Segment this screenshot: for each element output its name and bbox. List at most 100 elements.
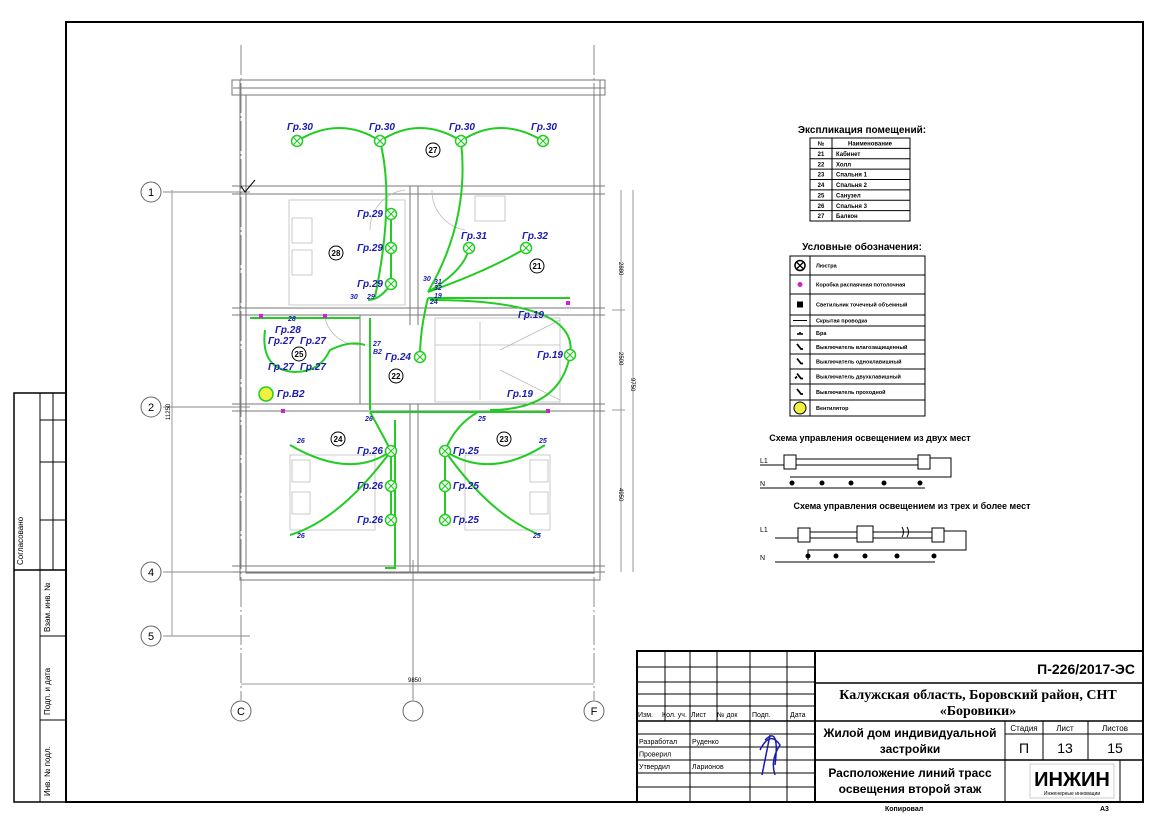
legend-label: Скрытая проводка	[816, 319, 868, 325]
room-no: 23	[818, 173, 825, 179]
group-label: Гр.27	[300, 362, 326, 373]
switch-number: 27	[372, 341, 382, 348]
fixture-group-label: Гр.25	[453, 481, 479, 492]
legend-label: Люстра	[816, 264, 838, 270]
building-line-2: застройки	[880, 742, 940, 756]
role-label: Проверил	[639, 752, 671, 759]
dim-2880: 2880	[617, 262, 623, 276]
role-label: Разработал	[639, 738, 677, 746]
switch-number: 25	[538, 438, 547, 445]
chandelier-fixture: Гр.26	[357, 444, 398, 458]
fixture-group-label: Гр.30	[449, 122, 475, 133]
room-number: 23	[500, 435, 509, 444]
legend-item: Выключатель двухклавишный	[794, 372, 901, 381]
phase-label-2: L1	[760, 527, 768, 534]
junction-box-icon	[546, 409, 550, 413]
neutral-label-2: N	[760, 555, 765, 562]
logo-subtitle: Инженерные инновации	[1044, 791, 1100, 797]
document-code: П-226/2017-ЭС	[1037, 661, 1135, 677]
axis-label-c: C	[237, 706, 245, 718]
stamp-agreed-label: Согласовано	[16, 516, 25, 565]
switch-number: 26	[296, 533, 305, 540]
stamp-replace-inv-label: Взам. инв. №	[43, 582, 52, 632]
axis-label-5: 5	[148, 631, 154, 643]
spotlight-icon	[797, 301, 803, 308]
legend-label: Выключатель проходной	[816, 389, 886, 396]
grid-axes: 1 2 4 5 C F	[140, 45, 605, 722]
legend-label: Бра	[816, 331, 827, 337]
switch-number: 19	[434, 293, 442, 300]
chandelier-fixture: Гр.26	[357, 479, 398, 493]
check-mark-icon	[240, 179, 256, 193]
room-no: 25	[818, 193, 825, 199]
group-label: Гр.27	[300, 336, 326, 347]
axis-label-2: 2	[148, 402, 154, 414]
legend-item: Скрытая проводка	[793, 319, 868, 325]
legend-label: Светильник точечный объемный	[816, 302, 907, 309]
sconce-icon	[797, 332, 803, 335]
room-number-marker: 28	[328, 245, 344, 261]
format-label: А3	[1100, 806, 1109, 813]
left-stamp: Согласовано Взам. инв. № Подп. и дата Ин…	[13, 392, 67, 803]
floor-plan-walls	[231, 79, 606, 581]
room-number-marker: 24	[330, 431, 346, 447]
title-block	[636, 650, 1144, 803]
chandelier-icon	[794, 259, 806, 272]
switch-number: 25	[532, 533, 541, 540]
group-label: Гр.27	[268, 362, 294, 373]
room-name: Кабинет	[836, 151, 860, 158]
axis-label-1: 1	[148, 187, 154, 199]
fixture-group-label: Гр.32	[522, 231, 548, 242]
fixture-group-label: Гр.25	[453, 515, 479, 526]
address-line-1: Калужская область, Боровский район, СНТ	[839, 688, 1117, 703]
switch-number: В2	[373, 349, 382, 356]
group-label: Гр.27	[268, 336, 294, 347]
role-name: Руденко	[692, 739, 719, 746]
room-no: 22	[818, 162, 825, 168]
chandelier-fixture: Гр.19	[537, 348, 577, 362]
room-name: Санузел	[836, 193, 861, 199]
fixture-group-label: Гр.29	[357, 279, 383, 290]
chandelier-fixture: Гр.32	[519, 231, 548, 255]
legend-item: Коробка распаячная потолочная	[797, 282, 905, 289]
sheet-header: Лист	[1056, 724, 1074, 733]
chandelier-fixture: Гр.30	[369, 122, 395, 148]
switch-number: 30	[423, 276, 431, 283]
sheet-frame	[65, 21, 1144, 803]
room-schedule-row: 25 Санузел	[818, 193, 861, 199]
switch-number: 30	[350, 294, 358, 301]
chandelier-fixture: Гр.24	[385, 350, 427, 364]
chandelier-fixture: Гр.29	[357, 207, 398, 221]
group-label: Гр.28	[275, 325, 301, 336]
fan-icon	[793, 401, 807, 415]
room-number-marker: 21	[529, 258, 545, 274]
room-number: 28	[332, 249, 341, 258]
room-schedule-title: Экспликация помещений:	[798, 125, 926, 136]
chandelier-fixture: Гр.25	[438, 444, 479, 458]
revision-header: Подп.	[752, 712, 771, 719]
legend-item: Выключатель проходной	[796, 388, 886, 396]
legend-item: Бра	[797, 331, 827, 337]
legend-label: Выключатель влагозащищенный	[816, 344, 907, 351]
switch-number: 25	[477, 416, 486, 423]
fixture-group-label: Гр.30	[531, 122, 557, 133]
junction-box-icon	[259, 314, 263, 318]
chandelier-fixture: Гр.25	[438, 513, 479, 527]
fixture-group-label: Гр.26	[357, 446, 383, 457]
switch-number: 29	[366, 294, 375, 301]
fixture-group-label: Гр.30	[287, 122, 313, 133]
drawing-title-line-2: освещения второй этаж	[839, 782, 982, 796]
revision-header: № док	[717, 712, 738, 719]
room-name: Спальня 2	[836, 183, 868, 189]
fixture-group-label: Гр.31	[461, 231, 487, 242]
sheets-header: Листов	[1102, 724, 1128, 733]
building-line-1: Жилой дом индивидуальной	[822, 726, 996, 740]
switch-number: 26	[364, 416, 373, 423]
chandelier-fixture: Гр.25	[438, 479, 479, 493]
